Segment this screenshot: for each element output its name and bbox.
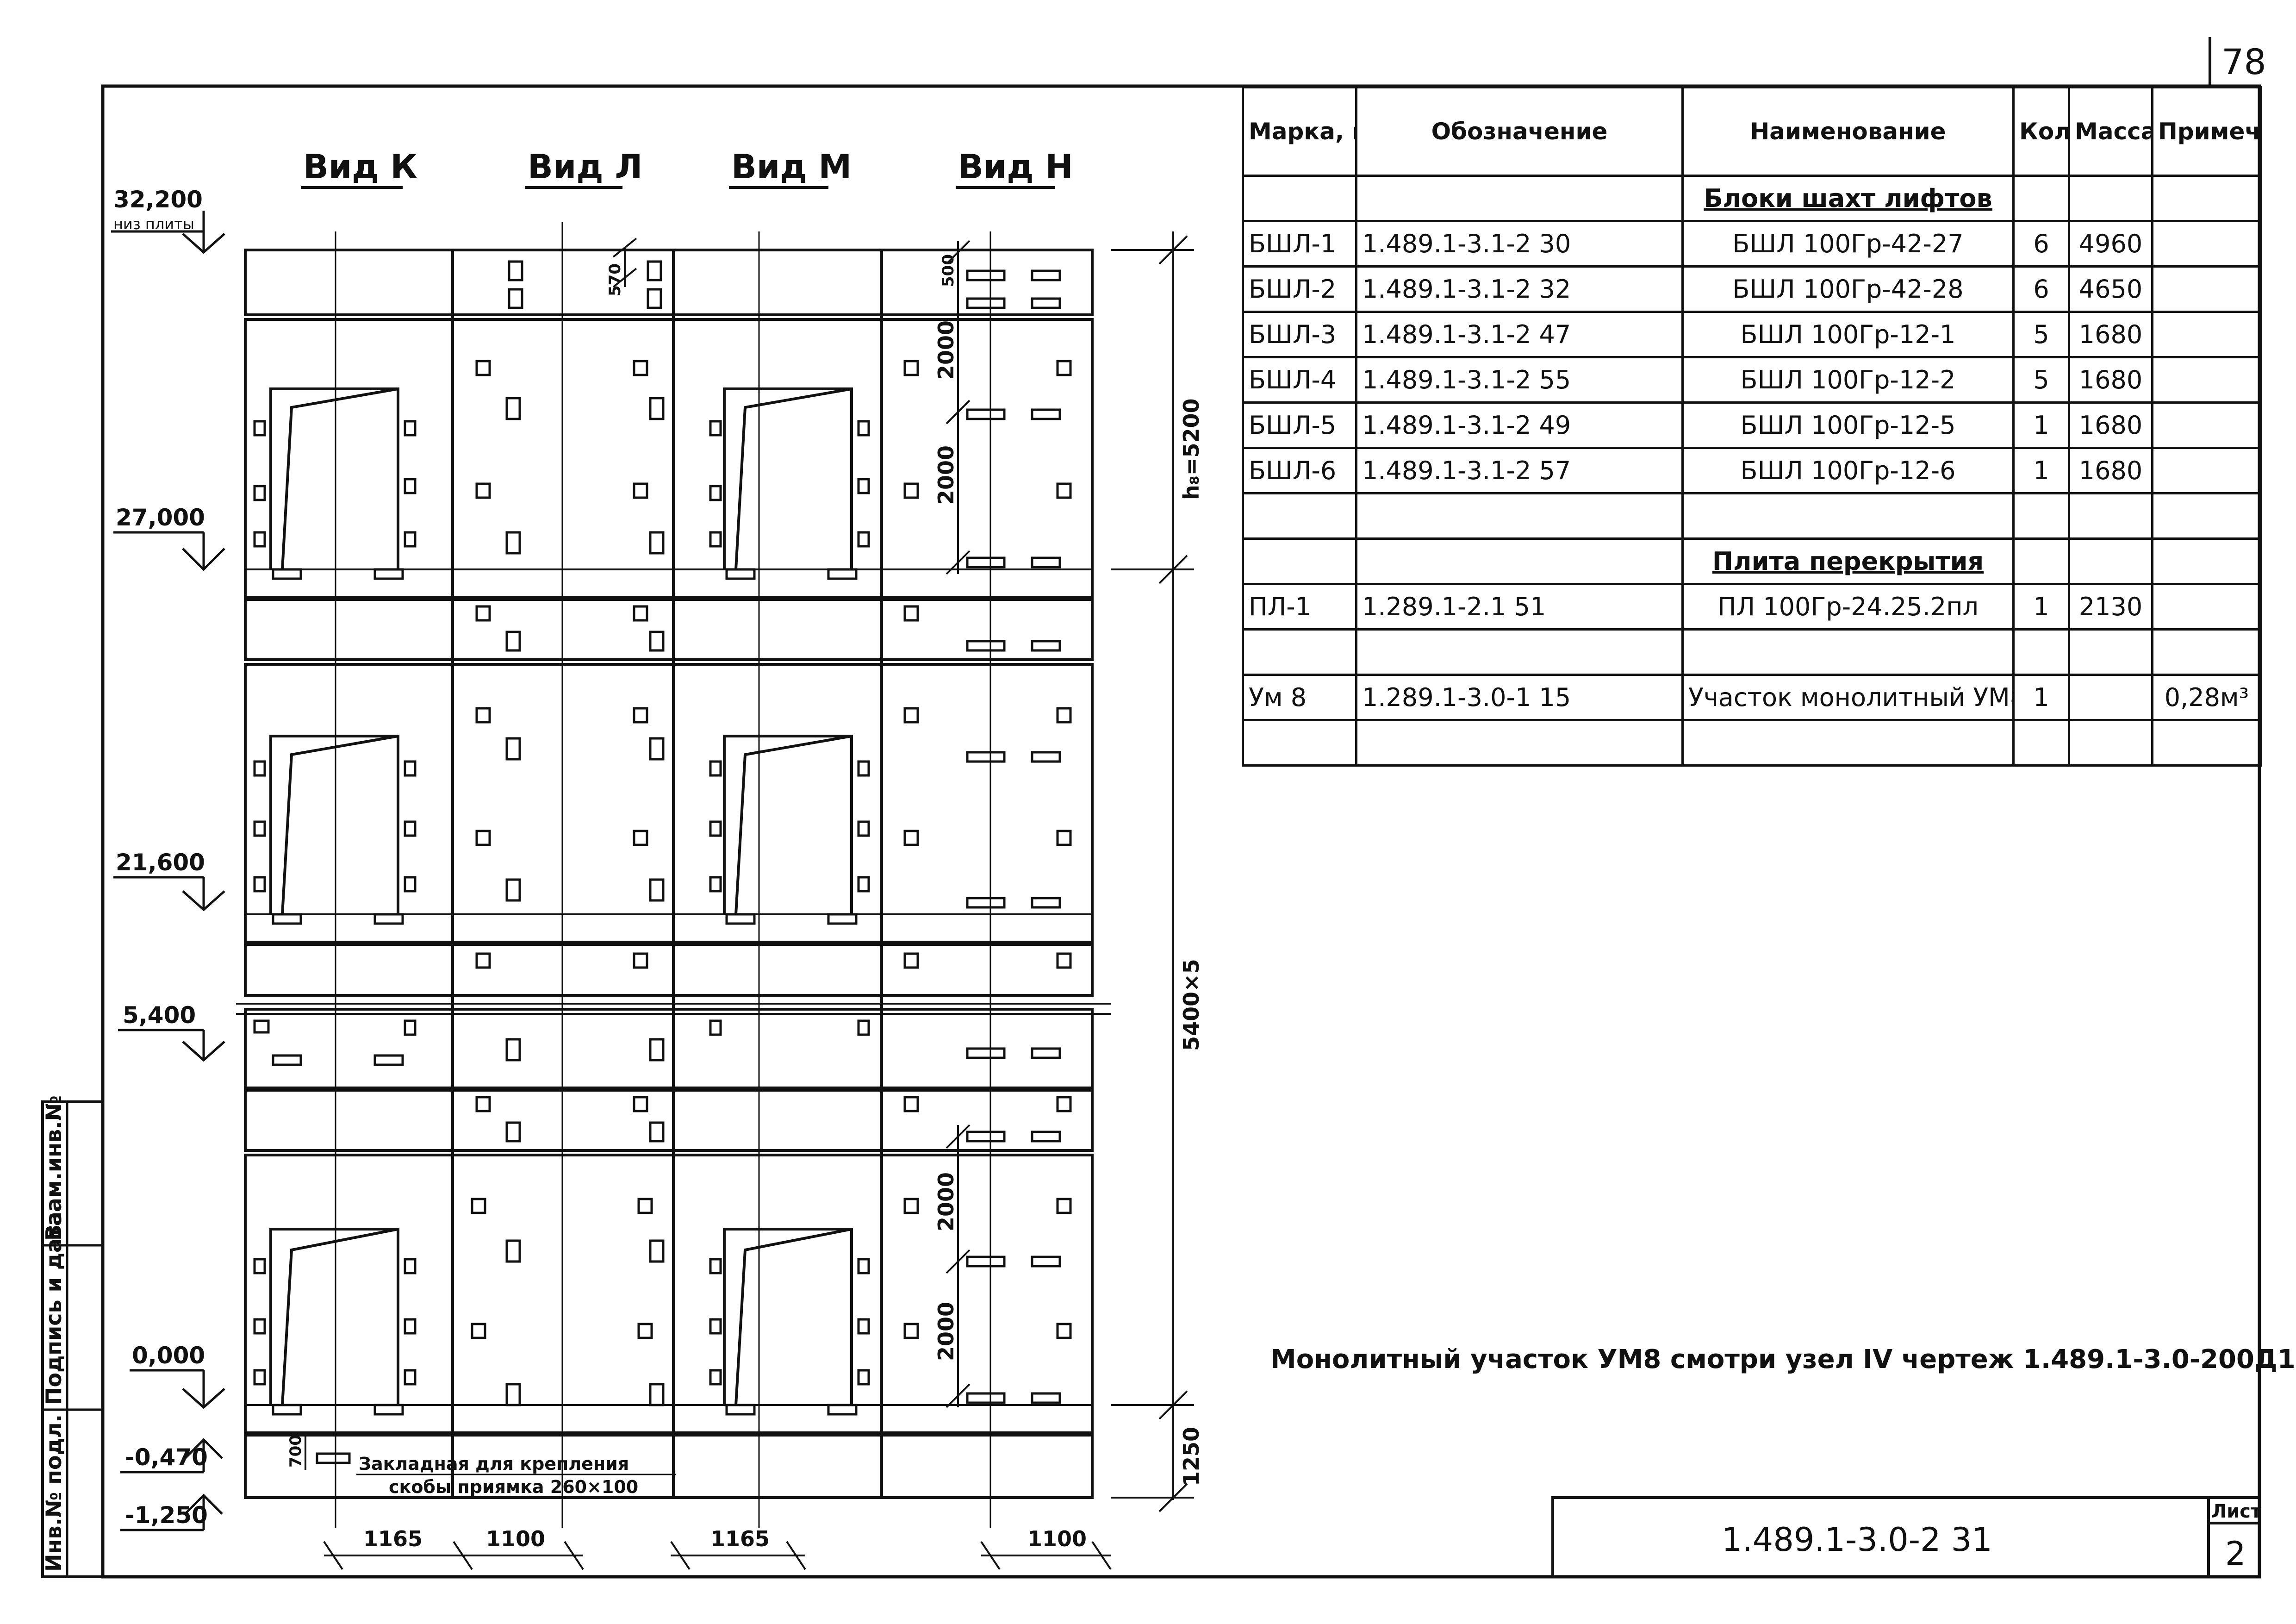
side-stamp: Инв.№ подл. Подпись и дата Взам.инв.№: [41, 1095, 104, 1578]
stamp-replace-inv: Взам.инв.№: [41, 1095, 66, 1241]
band-base: [244, 1434, 1094, 1499]
table-row: БШЛ-4 1.489.1-3.1-2 55 БШЛ 100Гр-12-2 5 …: [1242, 356, 2262, 404]
title-block-code: 1.489.1-3.0-2 31: [1722, 1521, 1992, 1559]
band-floor-break: [244, 1008, 1094, 1089]
dim-2000-d: 2000: [933, 1302, 958, 1361]
band-floor-1: [244, 318, 1094, 599]
dim-bottom-1165-b: 1165: [710, 1526, 770, 1551]
view-title-m: Вид М: [731, 147, 852, 186]
band-slab-2: [244, 943, 1094, 997]
header-name: Наименование: [1681, 86, 2015, 177]
general-note: Монолитный участок УМ8 смотри узел IV че…: [1270, 1344, 2296, 1374]
section-row: Блоки шахт лифтов: [1242, 175, 2262, 222]
header-designation: Обозначение: [1355, 86, 1684, 177]
specification-table: Марка, поз. Обозначение Наименование Кол…: [1242, 86, 2262, 767]
svg-text:0,000: 0,000: [132, 1342, 205, 1369]
dim-500: 500: [939, 254, 958, 287]
svg-text:Закладная для крепления: Закладная для крепления: [359, 1454, 629, 1474]
embed-note: Закладная для крепления скобы приямка 26…: [356, 1454, 676, 1497]
level-minus-0470: -0,470: [120, 1438, 223, 1474]
svg-text:32,200: 32,200: [113, 186, 203, 213]
dim-bottom-1165-a: 1165: [363, 1526, 423, 1551]
stamp-sign-date: Подпись и дата: [41, 1212, 66, 1405]
title-block: [1551, 1496, 2261, 1578]
header-mark: Марка, поз.: [1242, 86, 1357, 177]
sheet-frame: [101, 84, 2261, 1579]
table-row: БШЛ-5 1.489.1-3.1-2 49 БШЛ 100Гр-12-5 1 …: [1242, 401, 2262, 449]
table-row: Ум 8 1.289.1-3.0-1 15 Участок монолитный…: [1242, 674, 2262, 721]
level-27000: 27,000: [113, 504, 225, 571]
dim-2000-a: 2000: [933, 320, 958, 380]
level-21600: 21,600: [113, 849, 225, 912]
level-minus-1250: -1,250: [120, 1493, 223, 1531]
level-marks: 32,200 низ плиты 27,000 21,600 5,400 0,0…: [111, 186, 225, 1531]
svg-text:5,400: 5,400: [123, 1002, 196, 1029]
stamp-inv-no: Инв.№ подл.: [41, 1414, 66, 1572]
embedded-plates: [253, 260, 1072, 1464]
title-block-sheet-number: 2: [2225, 1535, 2246, 1573]
table-empty-row: [1242, 628, 2262, 676]
svg-text:-1,250: -1,250: [125, 1502, 208, 1529]
section-row: Плита перекрытия: [1242, 537, 2262, 585]
table-row: ПЛ-1 1.289.1-2.1 51 ПЛ 100Гр-24.25.2пл 1…: [1242, 583, 2262, 631]
section-title-slab: Плита перекрытия: [1681, 537, 2015, 585]
view-title-k: Вид К: [303, 147, 417, 186]
dimension-lines: [305, 231, 1194, 1570]
level-5400: 5,400: [118, 1002, 225, 1062]
dimension-texts: h₈=5200 5400×5 1250 570 500 2000 2000 20…: [286, 254, 1204, 1551]
table-row: БШЛ-6 1.489.1-3.1-2 57 БШЛ 100Гр-12-6 1 …: [1242, 447, 2262, 494]
view-titles: Вид К Вид Л Вид М Вид Н: [301, 147, 1073, 189]
view-title-n: Вид Н: [958, 147, 1073, 186]
table-empty-row: [1242, 719, 2262, 767]
band-top-slab: [244, 249, 1094, 316]
dim-2000-b: 2000: [933, 445, 958, 505]
header-qty: Кол.: [2012, 86, 2070, 177]
svg-text:21,600: 21,600: [116, 849, 205, 876]
dim-bottom-1100-a: 1100: [486, 1526, 545, 1551]
band-slab-1: [244, 598, 1094, 661]
dim-5400x5: 5400×5: [1179, 959, 1204, 1051]
dim-700: 700: [286, 1435, 305, 1468]
table-row: БШЛ-3 1.489.1-3.1-2 47 БШЛ 100Гр-12-1 5 …: [1242, 311, 2262, 358]
table-empty-row: [1242, 492, 2262, 540]
band-floor-2: [244, 663, 1094, 943]
table-row: БШЛ-2 1.489.1-3.1-2 32 БШЛ 100Гр-42-28 6…: [1242, 265, 2262, 313]
dim-1250: 1250: [1179, 1427, 1204, 1486]
band-slab-3: [244, 1089, 1094, 1152]
dim-570: 570: [606, 263, 624, 296]
section-title-shaft-blocks: Блоки шахт лифтов: [1681, 175, 2015, 222]
svg-text:низ плиты: низ плиты: [113, 215, 194, 233]
title-block-sheet-label: Лист: [2211, 1501, 2262, 1522]
dim-bottom-1100-b: 1100: [1027, 1526, 1087, 1551]
view-title-l: Вид Л: [528, 147, 642, 186]
table-header-row: Марка, поз. Обозначение Наименование Кол…: [1242, 86, 2262, 177]
dim-hb: h₈=5200: [1179, 399, 1204, 500]
door-openings: [269, 387, 853, 1405]
page-number: 78: [2221, 41, 2266, 82]
svg-text:скобы приямка 260×100: скобы приямка 260×100: [389, 1477, 638, 1497]
header-mass: Масса ед.,кг: [2068, 86, 2153, 177]
band-floor-3: [244, 1154, 1094, 1434]
level-0000: 0,000: [130, 1342, 225, 1409]
header-note: Примеча-ние: [2151, 86, 2262, 177]
level-32200: 32,200 низ плиты: [111, 186, 225, 254]
table-row: БШЛ-1 1.489.1-3.1-2 30 БШЛ 100Гр-42-27 6…: [1242, 220, 2262, 268]
svg-text:27,000: 27,000: [116, 504, 205, 531]
dim-2000-c: 2000: [933, 1172, 958, 1231]
